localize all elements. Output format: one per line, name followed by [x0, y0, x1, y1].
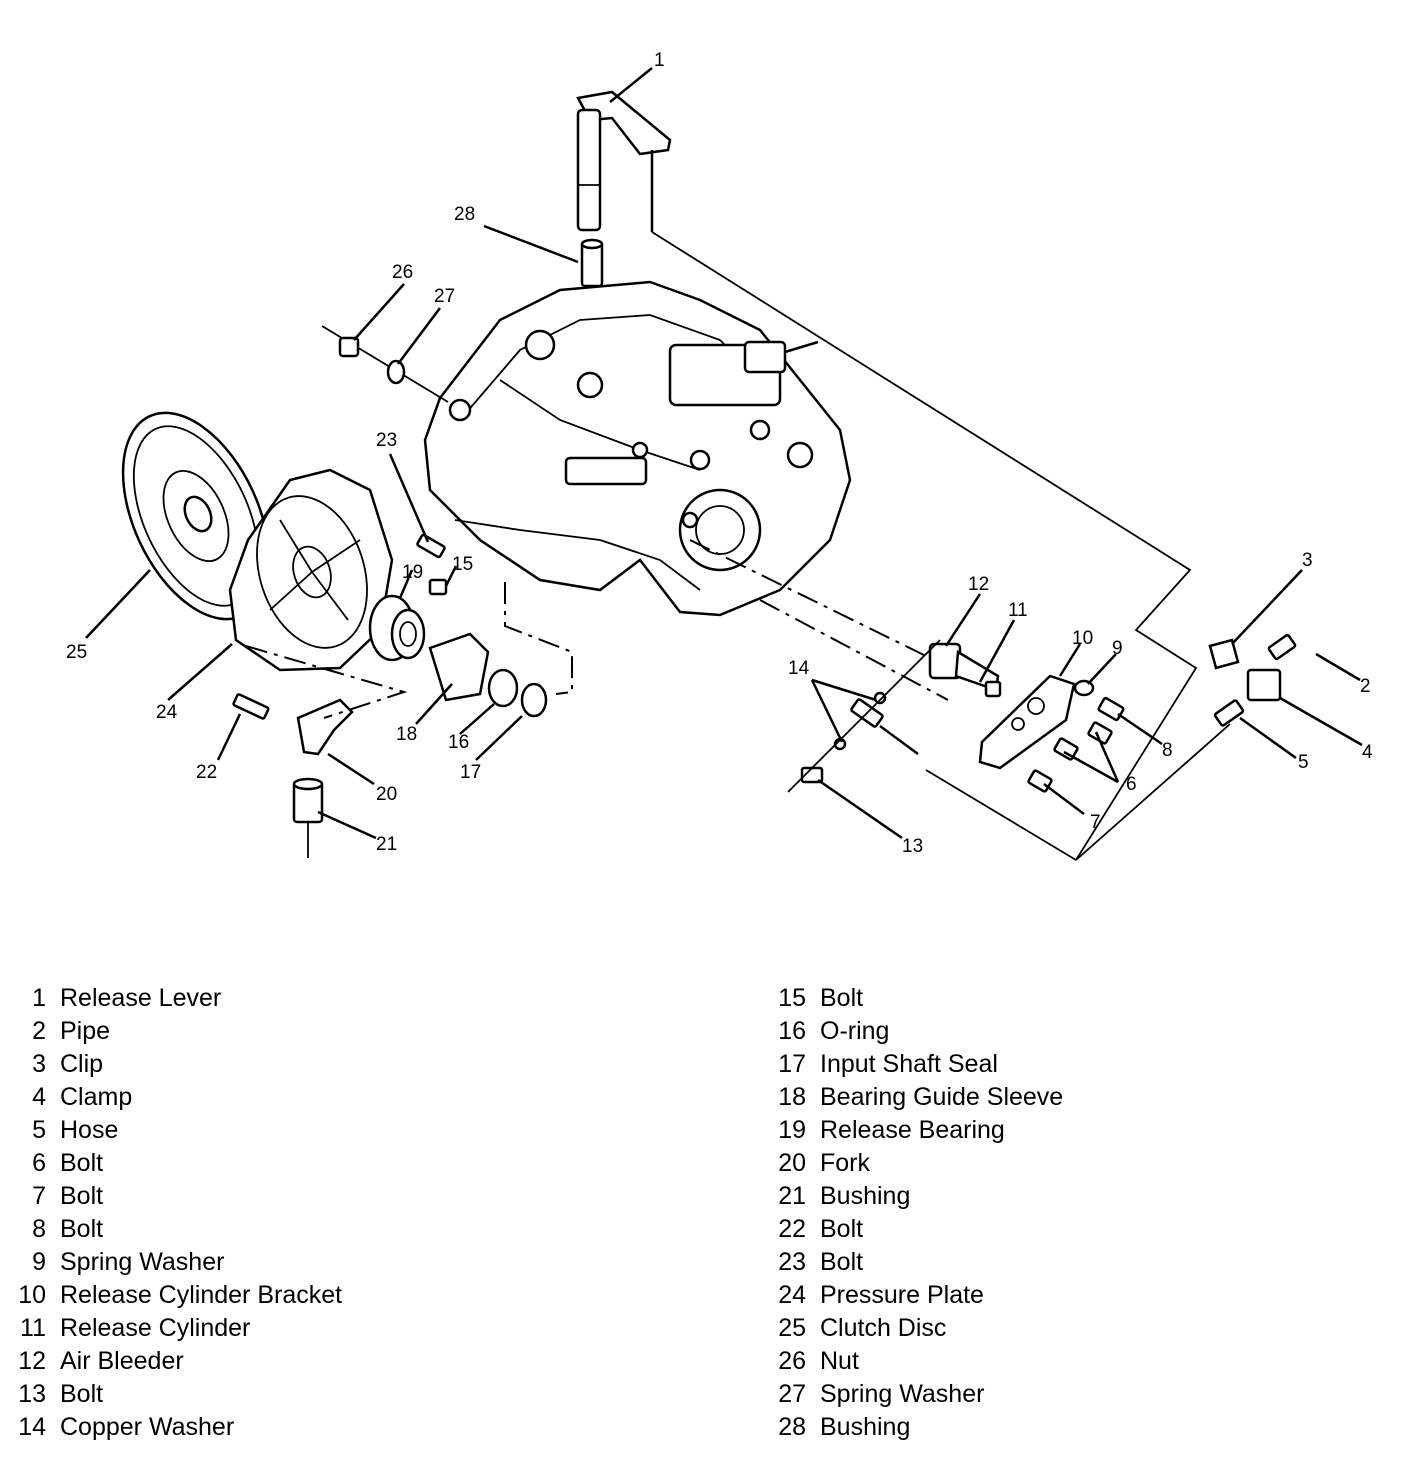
- callout-13: 13: [902, 836, 923, 857]
- bolt-6a: [1087, 721, 1113, 745]
- spring-washer-9: [1073, 679, 1095, 697]
- callout-4: 4: [1362, 742, 1373, 763]
- release-cylinder-assembly: [928, 642, 1076, 770]
- callout-15: 15: [452, 554, 473, 575]
- callout-18: 18: [396, 724, 417, 745]
- callout-22: 22: [196, 762, 217, 783]
- o-ring: [487, 668, 519, 708]
- bolt-8: [1097, 696, 1125, 722]
- callout-8: 8: [1162, 740, 1173, 761]
- bolt-23: [416, 533, 446, 559]
- callout-26: 26: [392, 262, 413, 283]
- callout-10: 10: [1072, 628, 1093, 649]
- bolt-22: [232, 693, 270, 720]
- bearing-guide-sleeve: [428, 632, 490, 702]
- callout-numbers: 1 2 3 4 5 6 7 8 9 10 11 12 13 14 15 16 1…: [66, 50, 1373, 857]
- bolt-15: [428, 578, 448, 596]
- callout-27: 27: [434, 286, 455, 307]
- bolt-6b: [1053, 737, 1079, 761]
- bushing-21: [292, 777, 324, 858]
- pipe-fitting: [1267, 633, 1297, 661]
- leader-lines: [85, 67, 1363, 840]
- callout-16: 16: [448, 732, 469, 753]
- callout-17: 17: [460, 762, 481, 783]
- callout-1: 1: [654, 50, 665, 71]
- bushing-28: [580, 238, 604, 288]
- hose-fitting: [1213, 699, 1245, 727]
- callout-23: 23: [376, 430, 397, 451]
- callout-12: 12: [968, 574, 989, 595]
- callout-28: 28: [454, 204, 475, 225]
- callout-6: 6: [1126, 774, 1137, 795]
- callout-7: 7: [1090, 812, 1101, 833]
- input-shaft-seal: [520, 682, 548, 718]
- clamp: [1246, 668, 1282, 702]
- callout-21: 21: [376, 834, 397, 855]
- callout-24: 24: [156, 702, 178, 723]
- callout-14: 14: [788, 658, 810, 679]
- callout-5: 5: [1298, 752, 1309, 773]
- callout-9: 9: [1112, 638, 1123, 659]
- callout-2: 2: [1360, 676, 1371, 697]
- nut-26: [338, 336, 360, 358]
- clutch-disc: [121, 411, 271, 621]
- release-bearing: [368, 594, 426, 662]
- clip: [1208, 638, 1240, 670]
- callout-11: 11: [1008, 600, 1028, 621]
- fork: [296, 698, 354, 756]
- transmission-housing: [423, 280, 852, 617]
- spring-washer-27: [386, 359, 406, 385]
- exploded-clutch-diagram: 1 2 3 4 5 6 7 8 9 10 11 12 13 14 15 16 1…: [66, 50, 1373, 861]
- callout-3: 3: [1302, 550, 1313, 571]
- pressure-plate: [228, 468, 394, 672]
- release-lever: [576, 90, 672, 232]
- copper-washer-b: [873, 691, 887, 705]
- callout-25: 25: [66, 642, 87, 663]
- callout-20: 20: [376, 784, 397, 805]
- callout-19: 19: [402, 562, 423, 583]
